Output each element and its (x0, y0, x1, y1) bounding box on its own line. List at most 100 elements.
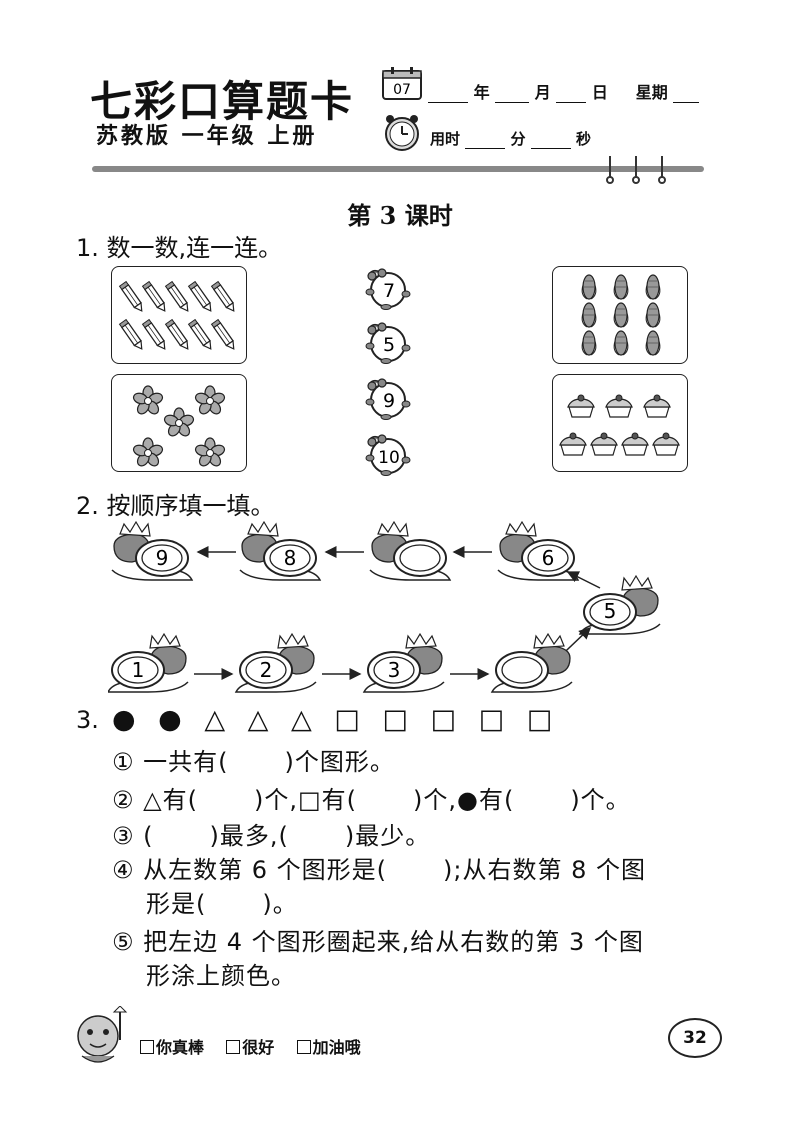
snail-top-2 (239, 521, 321, 581)
q2-heading: 2. 按顺序填一填。 (76, 486, 275, 521)
sub-text: );从右数第 8 个图 (443, 856, 647, 884)
clock-icon (382, 112, 422, 156)
flower (193, 437, 227, 469)
edition-label: 苏教版 一年级 上册 (96, 124, 318, 149)
frog-number-1[interactable]: 7 (364, 264, 412, 312)
shape-row: ● ● △ △ △ □ □ □ □ □ (112, 704, 559, 735)
sub-mark: ④ (112, 856, 135, 884)
corn (645, 274, 661, 300)
mascot-icon (70, 1005, 134, 1074)
q1-heading: 1. 数一数,连一连。 (76, 228, 282, 263)
pencil-group (118, 280, 238, 352)
rating-checkbox[interactable]: 很好 (226, 1038, 274, 1057)
pencil (164, 318, 192, 352)
date-row: 年 月 日 星期 (428, 79, 700, 103)
sub-text: 形涂上颜色。 (146, 962, 296, 990)
triangle-shape: △ (204, 704, 233, 735)
corn (613, 330, 629, 356)
second-label: 秒 (575, 130, 591, 148)
cake (590, 432, 618, 456)
corn (645, 302, 661, 328)
flower-box[interactable] (111, 374, 247, 472)
rating-checkbox[interactable]: 你真棒 (140, 1038, 204, 1057)
corn (581, 274, 597, 300)
frog-number-2[interactable]: 5 (364, 318, 412, 366)
snail-number: 1 (132, 658, 145, 682)
snail-bottom-3 (363, 633, 445, 693)
pencil (118, 280, 146, 314)
pencil (118, 318, 146, 352)
sub-text: )个,□有( (253, 786, 358, 814)
cake (643, 394, 671, 418)
triangle-shape: △ (247, 704, 276, 735)
snail-number: 9 (156, 546, 169, 570)
corn (613, 302, 629, 328)
circle-shape: ● (158, 704, 189, 735)
q3-sub-2: ② △有()个,□有()个,●有()个。 (112, 780, 631, 815)
q3-number: 3. (76, 706, 99, 734)
pencil (210, 280, 238, 314)
time-used-label: 用时 (430, 130, 461, 148)
corn-group (581, 274, 661, 356)
frog-number: 7 (383, 280, 395, 302)
snail-number: 8 (284, 546, 297, 570)
sub-text: )最少。 (344, 822, 431, 850)
snail-number: 5 (604, 599, 617, 623)
sub-text: 把左边 4 个图形圈起来,给从右数的第 3 个图 (143, 928, 644, 956)
month-label: 月 (534, 83, 551, 102)
sub-text: )个,●有( (413, 786, 515, 814)
triangle-shape: △ (291, 704, 319, 735)
cake-box[interactable] (552, 374, 688, 472)
q3-sub-5: ⑤ 把左边 4 个图形圈起来,给从右数的第 3 个图 (112, 922, 644, 957)
pencil-box[interactable] (111, 266, 247, 364)
cake-group (559, 394, 680, 456)
time-row: 用时 分 秒 (430, 128, 591, 149)
corn (613, 274, 629, 300)
snail-number: 6 (542, 546, 555, 570)
square-shape: □ (478, 704, 512, 735)
sub-mark: ① (112, 748, 135, 776)
sub-mark: ② (112, 786, 135, 814)
minute-label: 分 (510, 130, 526, 148)
sub-text: )个。 (570, 786, 631, 814)
pencil (187, 318, 215, 352)
year-label: 年 (473, 83, 490, 102)
q3-heading: 3. (76, 706, 99, 734)
lesson-title: 第 3 课时 (347, 201, 453, 230)
q3-sub-3: ③ ()最多,()最少。 (112, 816, 430, 851)
sub-text: 从左数第 6 个图形是( (143, 856, 388, 884)
snail-bottom-1 (107, 633, 189, 693)
q3-sub-4: ④ 从左数第 6 个图形是( );从右数第 8 个图 (112, 850, 646, 885)
square-shape: □ (430, 704, 464, 735)
cake (605, 394, 633, 418)
frog-number: 10 (378, 448, 400, 468)
rating-options: 你真棒 很好 加油哦 (140, 1034, 361, 1058)
sub-text: 一共有( (143, 748, 229, 776)
header-divider (92, 166, 704, 172)
sub-text: )最多,( (209, 822, 289, 850)
sub-text: )个图形。 (284, 748, 395, 776)
sub-mark: ③ (112, 822, 135, 850)
corn (581, 302, 597, 328)
pencil (164, 280, 192, 314)
frog-number: 9 (383, 390, 395, 412)
corn-box[interactable] (552, 266, 688, 364)
corn (645, 330, 661, 356)
pencil (141, 318, 169, 352)
snail-number: 3 (388, 658, 401, 682)
flower (131, 385, 165, 417)
rating-checkbox[interactable]: 加油哦 (296, 1038, 361, 1057)
square-shape: □ (334, 704, 367, 735)
q1-number: 1. (76, 234, 99, 262)
q1-prompt: 数一数,连一连。 (106, 234, 283, 262)
cake (652, 432, 680, 456)
q3-sub-4-cont: 形是()。 (146, 884, 298, 919)
square-shape: □ (382, 704, 416, 735)
frog-number-4[interactable]: 10 (364, 430, 412, 478)
pencil (210, 318, 238, 352)
brand-title: 七彩口算题卡 (90, 77, 355, 126)
frog-number-3[interactable]: 9 (364, 374, 412, 422)
flower-group (131, 385, 227, 469)
snail-top-4 (497, 521, 579, 581)
pencil (187, 280, 215, 314)
